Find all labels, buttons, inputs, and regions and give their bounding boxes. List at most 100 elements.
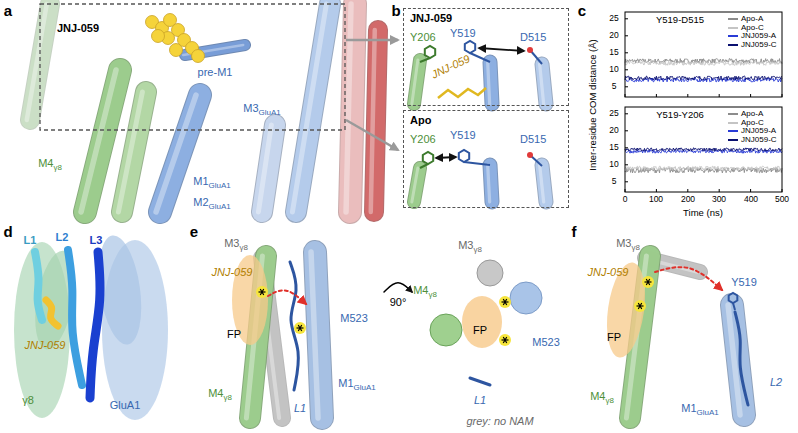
tick-mark (625, 18, 628, 19)
loop-label: L1 (24, 234, 37, 246)
loop-label: L2 (56, 231, 69, 243)
tick-mark (625, 147, 628, 148)
star-mark (298, 325, 302, 331)
helix-highlight (540, 165, 544, 202)
ligand-label: JNJ-059 (588, 266, 629, 278)
helix-highlight (156, 95, 196, 212)
helix-tube (85, 70, 120, 212)
ligand-stick (438, 88, 486, 98)
tick-label: 20 (609, 126, 618, 135)
helix-label: M3γ8 (458, 239, 482, 255)
loop-label: L2 (56, 231, 69, 243)
tick-label: 300 (712, 195, 726, 204)
highlight-star (499, 296, 511, 308)
loop-density (68, 250, 82, 385)
subscript: γ8 (53, 163, 61, 172)
density-blob (462, 296, 502, 348)
helix-label: M1 (338, 377, 353, 389)
tick-label: 0 (623, 194, 628, 204)
residue-label: M523 (340, 312, 368, 324)
zoom-box (40, 4, 345, 130)
legend-text: JNJ059-C (741, 136, 777, 145)
residue-label: D515 (520, 31, 546, 43)
tick-label: 25 (609, 108, 618, 118)
residue-label: M523 (532, 336, 560, 348)
inset-box: JNJ-059Y206Y519D515JNJ-059 (403, 8, 569, 106)
aromatic-ring (423, 152, 433, 164)
tick-label: 25 (609, 109, 618, 118)
tick-label: 500 (775, 195, 789, 204)
subscript: γ8 (428, 290, 436, 299)
data-series (625, 76, 782, 80)
zoom-arrow (346, 120, 398, 150)
helix-label: M3 (458, 239, 473, 251)
aromatic-ring (425, 46, 435, 58)
subscript: GluA1 (209, 202, 231, 211)
tick-mark (625, 52, 628, 53)
side-chain-stalk (420, 58, 430, 62)
helix-label: M4γ8 (208, 387, 232, 403)
residue-label: Y206 (410, 31, 436, 43)
highlight-star (634, 300, 646, 312)
helix-label: M1 (681, 402, 696, 414)
star-mark (646, 279, 650, 285)
legend-entry: Apo-A (728, 110, 763, 119)
tick-mark (687, 94, 688, 97)
plot-title: Y519-Y206 (655, 110, 705, 120)
subscript: GluA1 (354, 383, 376, 392)
note: grey: no NAM (466, 415, 533, 427)
side-chain-stalk (464, 162, 490, 165)
panel-label: c (578, 2, 586, 19)
helix-label: M3 (616, 237, 631, 249)
ligand-label: JNJ-059 (588, 266, 629, 278)
tick-label: 300 (712, 194, 726, 204)
tick-label: 20 (609, 30, 618, 40)
helix-edge (85, 70, 120, 212)
tick-mark (625, 181, 628, 182)
helix-edge (122, 92, 146, 212)
helix-label: M4 (590, 390, 605, 402)
legend-entry: Apo-C (728, 119, 764, 128)
panel-label: e (190, 223, 198, 240)
legend-swatch (728, 122, 738, 124)
subunit-label: γ8 (22, 394, 34, 406)
residue-label: Y519 (731, 276, 757, 288)
tick-mark (782, 94, 783, 97)
helix-label: pre-M1 (198, 66, 233, 78)
star-mark (503, 299, 507, 305)
helix-label: M3 (243, 102, 258, 114)
residue-label: Y206 (410, 133, 436, 145)
pocket-label: FP (227, 328, 241, 340)
plot-frame (625, 107, 782, 192)
subscript: γ8 (473, 245, 481, 254)
legend-text: JNJ059-A (741, 32, 776, 41)
line-chart (625, 12, 782, 192)
tick-mark (625, 130, 628, 131)
helix-highlight (27, 4, 47, 120)
subscript: γ8 (223, 393, 231, 402)
ligand-label: JNJ-059 (57, 22, 99, 34)
axis-title: Inter-residue COM distance (Å) (587, 39, 598, 170)
ligand-sphere (170, 44, 183, 57)
distance-arrow (479, 48, 524, 51)
legend-swatch (728, 35, 738, 37)
tick-mark (625, 35, 628, 36)
helix-label: M3 (224, 237, 239, 249)
rotation-label: 90° (390, 296, 407, 308)
tick-label: 5 (612, 176, 617, 186)
distance-arrow (436, 157, 456, 158)
rotation-arrow (384, 283, 412, 292)
pocket-label: FP (607, 331, 621, 343)
helix-label: M4 (413, 284, 428, 296)
helix-label: M2 (193, 196, 208, 208)
legend-swatch (728, 113, 738, 115)
tick-label: 400 (744, 195, 758, 204)
tick-mark (719, 189, 720, 192)
helix-highlight (540, 64, 544, 104)
rotation-label: 90° (390, 296, 407, 308)
plot-frame (625, 12, 782, 97)
loop-density (90, 252, 100, 398)
legend-text: JNJ059-A (741, 127, 776, 136)
helix-tube (296, 4, 330, 212)
